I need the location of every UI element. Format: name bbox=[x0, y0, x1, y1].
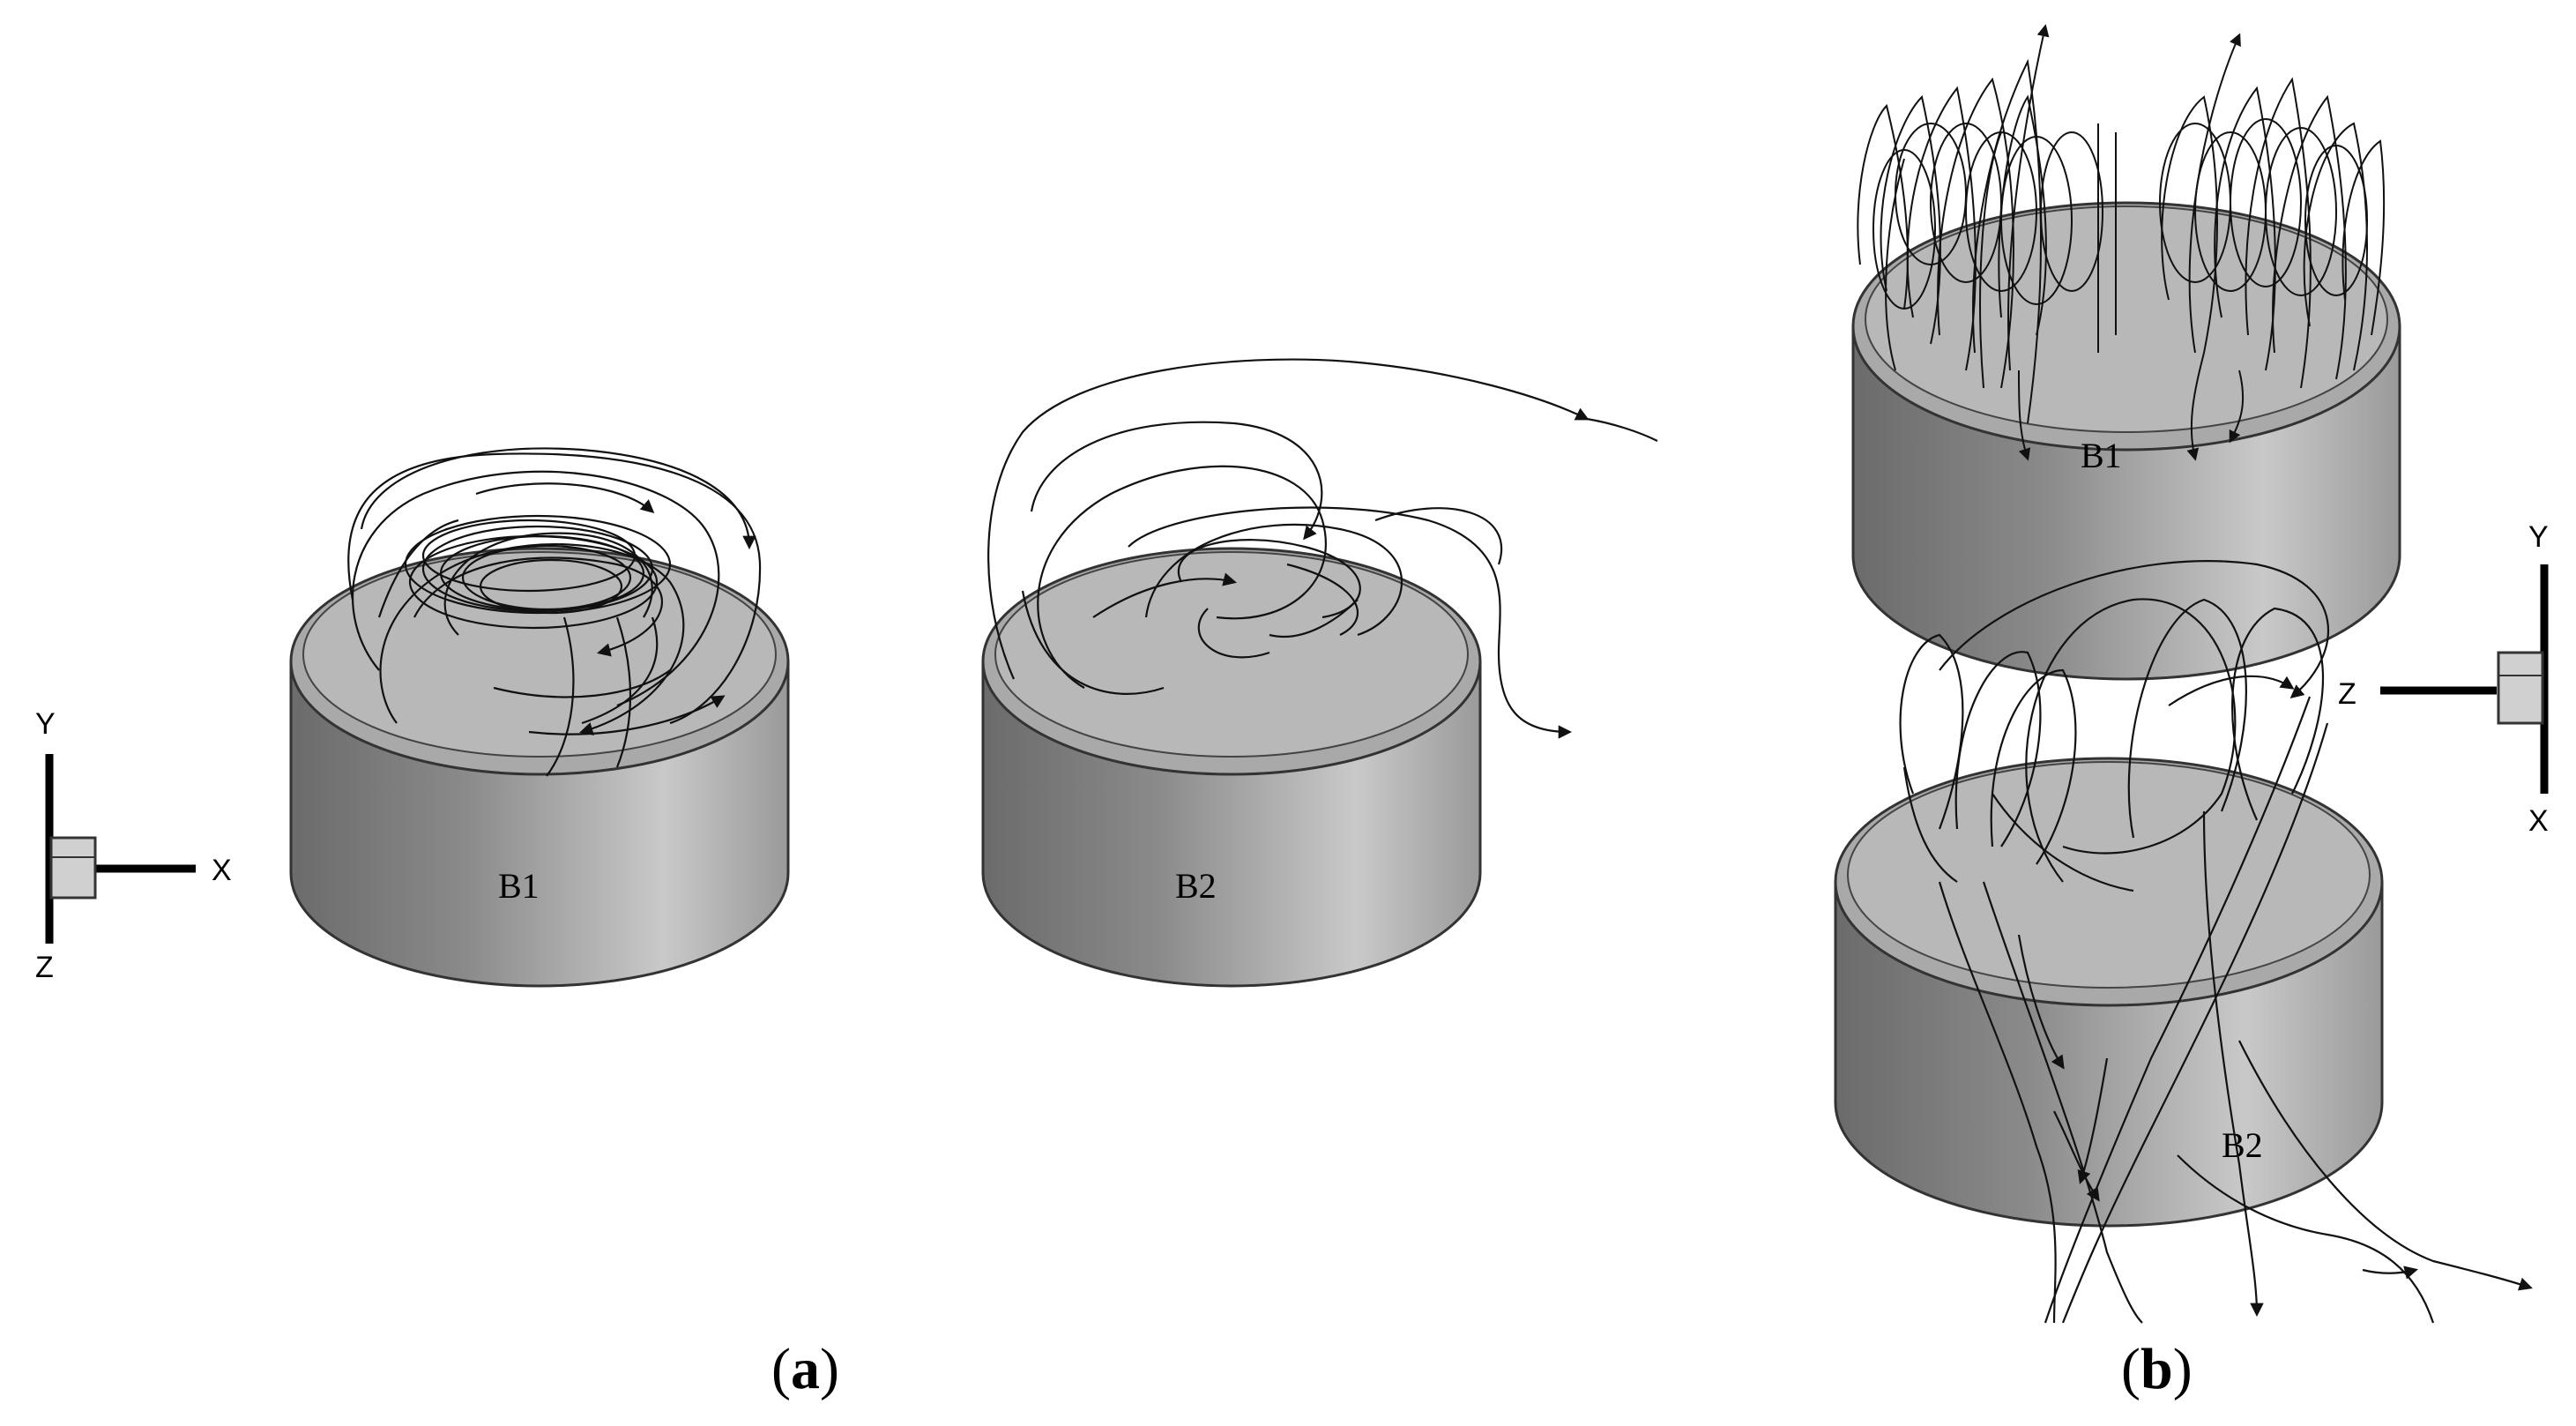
axis-label-y-b: Y bbox=[2528, 520, 2549, 554]
cylinder-b1-b: B1 bbox=[1851, 201, 2401, 681]
axis-label-x: X bbox=[212, 854, 232, 887]
panel-a: B1 bbox=[35, 358, 1658, 988]
cylinder-b1-label-b: B1 bbox=[2081, 436, 2122, 475]
caption-a-open: ( bbox=[771, 1337, 791, 1401]
axis-label-x-b: X bbox=[2528, 804, 2549, 838]
streamlines-b2-a bbox=[987, 358, 1658, 739]
cylinder-b2-label-b: B2 bbox=[2222, 1125, 2263, 1165]
caption-a-close: ) bbox=[819, 1337, 839, 1401]
cylinder-b1-a: B1 bbox=[289, 547, 790, 988]
cylinder-b2-a: B2 bbox=[981, 547, 1482, 988]
caption-b-letter: b bbox=[2140, 1337, 2173, 1401]
caption-b-close: ) bbox=[2172, 1337, 2193, 1401]
streamlines-b2-b bbox=[1899, 560, 2533, 1324]
cylinder-b1-label: B1 bbox=[498, 866, 540, 906]
streamlines-b1-a bbox=[347, 447, 762, 777]
axis-triad-b: Y Z X bbox=[2338, 520, 2549, 838]
caption-b: (b) bbox=[2121, 1336, 2193, 1403]
panel-b: B2 B1 bbox=[1834, 24, 2549, 1324]
streamlines-b1-b bbox=[1857, 24, 2386, 461]
axis-label-z: Z bbox=[35, 951, 54, 984]
caption-a-letter: a bbox=[790, 1337, 820, 1401]
cylinder-b2-b: B2 bbox=[1834, 757, 2384, 1228]
caption-a: (a) bbox=[771, 1336, 839, 1403]
axis-label-z-b: Z bbox=[2338, 677, 2356, 711]
axis-triad-a: Y X Z bbox=[35, 707, 232, 984]
caption-b-open: ( bbox=[2121, 1337, 2140, 1401]
cylinder-b2-label: B2 bbox=[1175, 866, 1217, 906]
axis-label-y: Y bbox=[35, 707, 56, 741]
